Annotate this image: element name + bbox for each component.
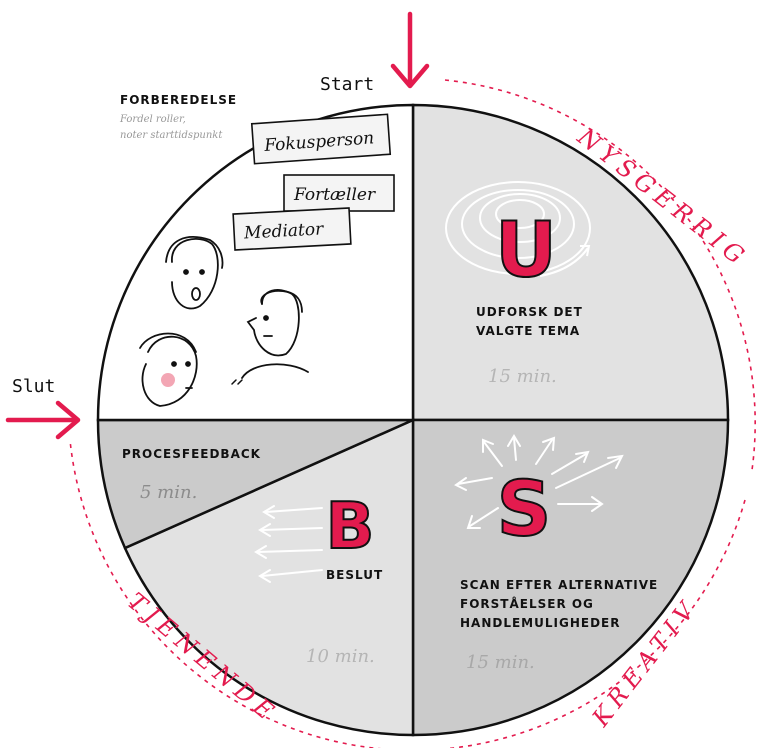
- start-label: Start: [320, 74, 374, 95]
- letter-u-icon: U: [494, 204, 558, 295]
- role-mediator-label: Mediator: [243, 219, 325, 243]
- radiating-arrows-icon: [454, 434, 624, 529]
- start-arrow-icon: [390, 11, 430, 89]
- spiral-icon: [445, 181, 591, 278]
- role-fortaeller-label: Fortæller: [293, 185, 376, 205]
- dashed-arc-top-right: [444, 79, 756, 471]
- letter-s-icon: S: [496, 463, 553, 554]
- slut-label: Slut: [12, 376, 55, 397]
- phase-s-title-2: FORSTÅELSER OG: [460, 596, 594, 611]
- preparation-note-2: noter starttidspunkt: [120, 130, 223, 141]
- sketch-marks-icon: [231, 379, 243, 385]
- phase-b-title: BESLUT: [326, 568, 383, 582]
- procesfeedback-title: PROCESFEEDBACK: [122, 447, 261, 461]
- person-face-2-icon: [241, 289, 309, 379]
- person-face-1-icon: [165, 236, 224, 310]
- sector-udforsk: [411, 103, 730, 422]
- phase-u-title-1: UDFORSK DET: [476, 305, 583, 319]
- slut-arrow-icon: [5, 400, 81, 440]
- phase-u-title-2: VALGTE TEMA: [476, 324, 580, 338]
- phase-s-time: 15 min.: [466, 652, 535, 673]
- left-arrows-icon: [254, 505, 323, 583]
- dashed-arc-bottom: [69, 439, 746, 752]
- phase-s-title-3: HANDLEMULIGHEDER: [460, 616, 620, 630]
- phase-u-time: 15 min.: [488, 366, 557, 387]
- phase-b-letter: B: [326, 490, 375, 564]
- phase-s-title-1: SCAN EFTER ALTERNATIVE: [460, 578, 658, 592]
- procesfeedback-time: 5 min.: [140, 482, 197, 503]
- person-face-3-icon: [139, 332, 198, 407]
- sector-procesfeedback: [96, 418, 414, 550]
- sector-beslut: [123, 418, 415, 737]
- phase-s-letter: S: [497, 464, 552, 553]
- role-tag-mediator: Mediator: [232, 207, 352, 251]
- preparation-note-1: Fordel roller,: [119, 114, 186, 125]
- preparation-title: FORBEREDELSE: [120, 93, 237, 107]
- role-tag-fortaeller: Fortæller: [283, 174, 395, 212]
- phase-b-time: 10 min.: [306, 646, 375, 667]
- sector-scan: [411, 418, 730, 737]
- letter-b-icon: B: [325, 489, 376, 565]
- phase-u-letter: U: [495, 205, 557, 294]
- role-tag-fokusperson: Fokusperson: [250, 113, 392, 165]
